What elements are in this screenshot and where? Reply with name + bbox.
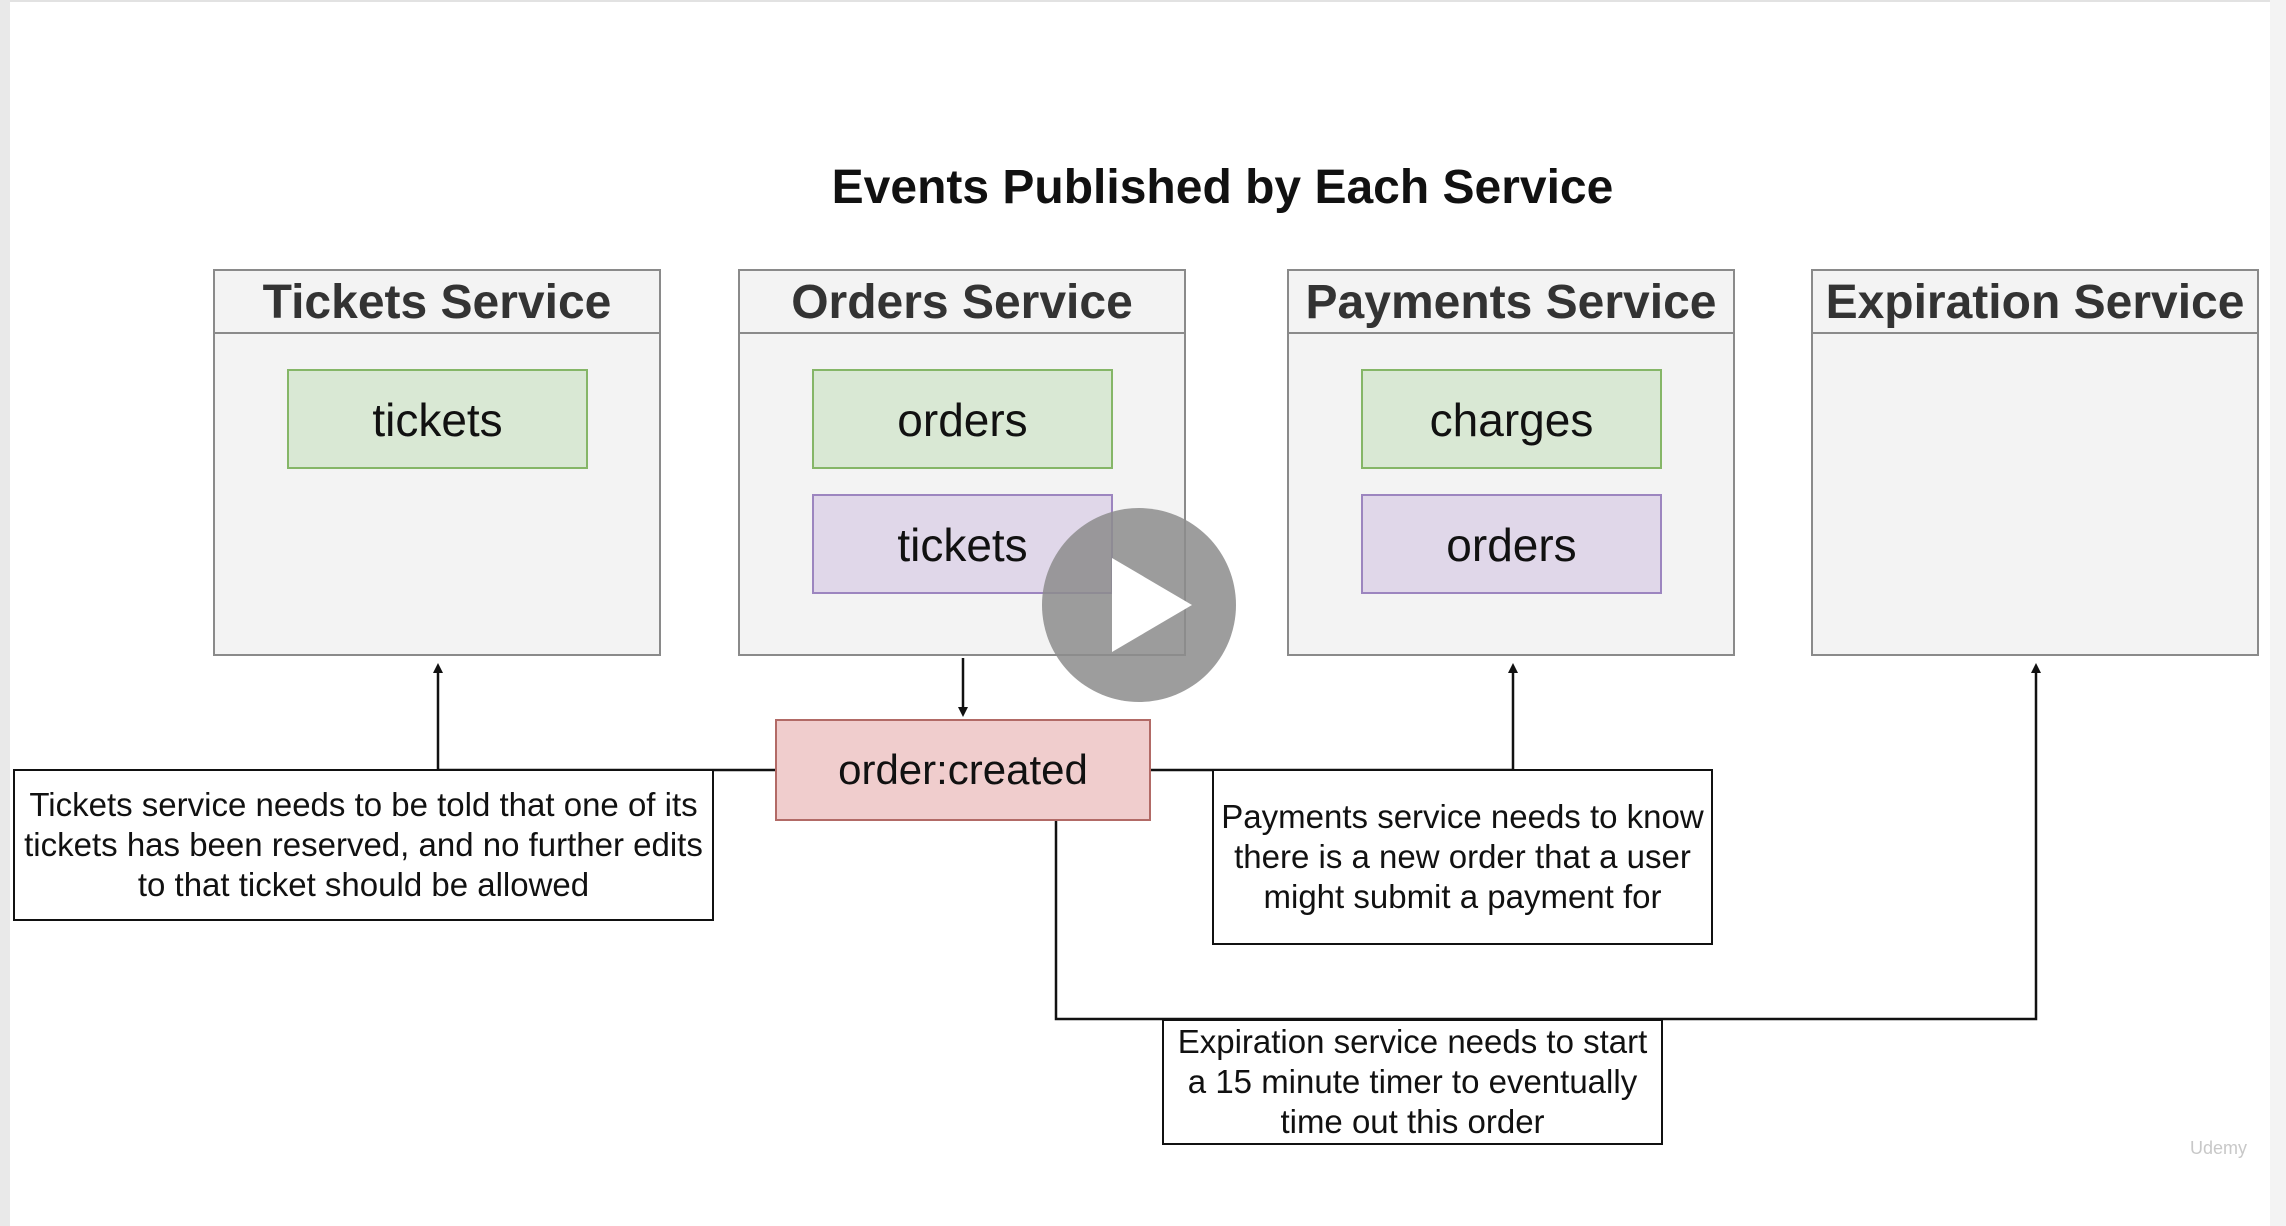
chip-payments-orders-replica: orders bbox=[1361, 494, 1662, 594]
note-tickets: Tickets service needs to be told that on… bbox=[13, 769, 714, 921]
note-expiration: Expiration service needs to start a 15 m… bbox=[1162, 1019, 1663, 1145]
service-tickets: Tickets Service tickets bbox=[213, 269, 661, 656]
event-order-created: order:created bbox=[775, 719, 1151, 821]
service-payments: Payments Service charges orders bbox=[1287, 269, 1735, 656]
service-orders: Orders Service orders tickets bbox=[738, 269, 1186, 656]
arrow-event-to-payments bbox=[1151, 663, 1518, 772]
chip-orders-topic: orders bbox=[812, 369, 1113, 469]
left-border bbox=[0, 0, 10, 1226]
service-title-orders: Orders Service bbox=[740, 271, 1184, 334]
service-expiration: Expiration Service bbox=[1811, 269, 2259, 656]
note-payments: Payments service needs to know there is … bbox=[1212, 769, 1713, 945]
service-title-payments: Payments Service bbox=[1289, 271, 1733, 334]
top-border bbox=[0, 0, 2286, 2]
right-border bbox=[2270, 0, 2286, 1226]
udemy-watermark: Udemy bbox=[2190, 1138, 2248, 1158]
arrow-event-to-tickets bbox=[433, 663, 775, 772]
service-title-tickets: Tickets Service bbox=[215, 271, 659, 334]
play-button[interactable] bbox=[1042, 508, 1236, 702]
chip-payments-charges: charges bbox=[1361, 369, 1662, 469]
chip-tickets-topic: tickets bbox=[287, 369, 588, 469]
service-title-expiration: Expiration Service bbox=[1813, 271, 2257, 334]
diagram-title: Events Published by Each Service bbox=[831, 161, 1614, 214]
play-icon bbox=[1112, 558, 1192, 652]
